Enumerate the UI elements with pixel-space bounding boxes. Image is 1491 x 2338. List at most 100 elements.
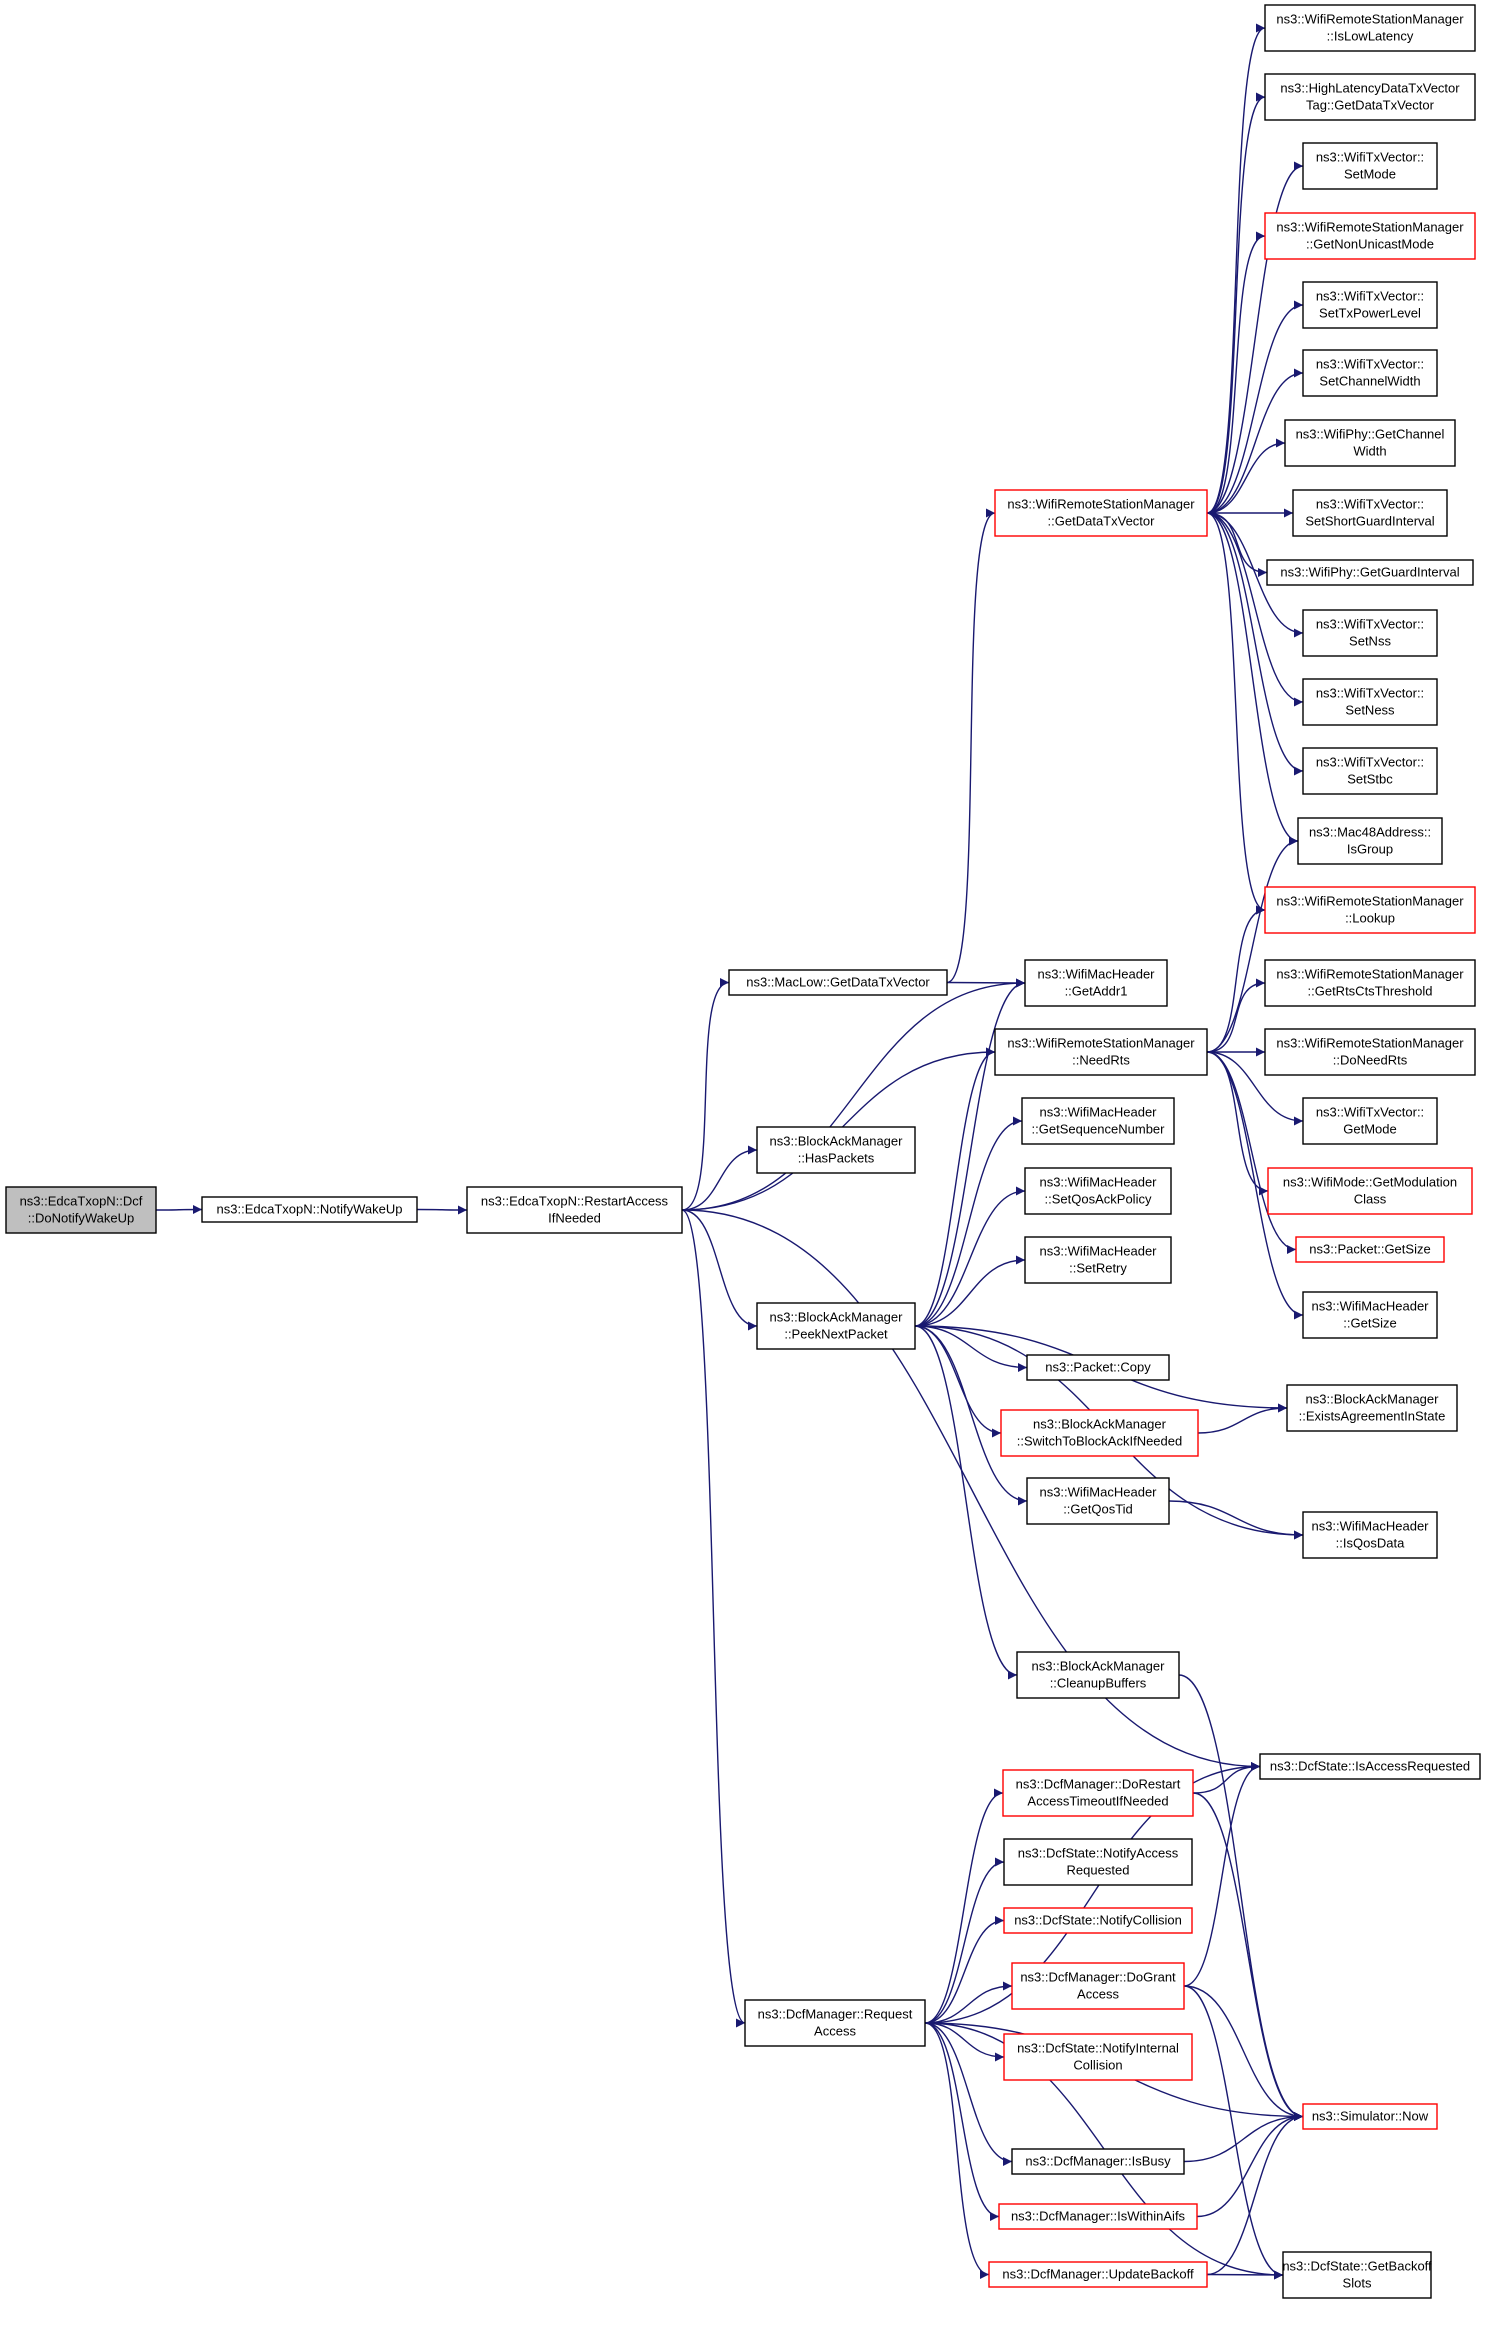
node-box[interactable] <box>1302 349 1438 397</box>
function-node-ns3-blockackmanager-existsagreementinstate[interactable]: ns3::BlockAckManager::ExistsAgreementInS… <box>1286 1384 1458 1432</box>
node-box[interactable] <box>1024 1167 1172 1215</box>
function-node-ns3-blockackmanager-haspackets[interactable]: ns3::BlockAckManager::HasPackets <box>756 1126 916 1174</box>
node-box[interactable] <box>1021 1097 1175 1145</box>
node-box[interactable] <box>1026 1354 1170 1381</box>
function-node-ns3-wifitxvector-setness[interactable]: ns3::WifiTxVector::SetNess <box>1302 678 1438 726</box>
node-box[interactable] <box>1264 959 1476 1007</box>
function-node-ns3-wifiremotestationmanager-doneedrts[interactable]: ns3::WifiRemoteStationManager::DoNeedRts <box>1264 1028 1476 1076</box>
node-box[interactable] <box>1011 1962 1185 2010</box>
function-node-ns3-wifitxvector-setnss[interactable]: ns3::WifiTxVector::SetNss <box>1302 609 1438 657</box>
node-box[interactable] <box>988 2261 1208 2288</box>
node-box[interactable] <box>1302 609 1438 657</box>
function-node-ns3-wifitxvector-getmode[interactable]: ns3::WifiTxVector::GetMode <box>1302 1097 1438 1145</box>
node-box[interactable] <box>994 1028 1208 1076</box>
node-box[interactable] <box>1295 1236 1445 1263</box>
node-box[interactable] <box>1003 2033 1193 2081</box>
function-node-ns3-highlatencydatatxvector-tag-getdatatxvector[interactable]: ns3::HighLatencyDataTxVectorTag::GetData… <box>1264 73 1476 121</box>
node-box[interactable] <box>1003 1907 1193 1934</box>
function-node-ns3-wifitxvector-setshortguardinterval[interactable]: ns3::WifiTxVector::SetShortGuardInterval <box>1292 489 1448 537</box>
function-node-ns3-simulator-now[interactable]: ns3::Simulator::Now <box>1302 2103 1438 2130</box>
node-box[interactable] <box>1302 1291 1438 1339</box>
function-node-ns3-dcfstate-notifycollision[interactable]: ns3::DcfState::NotifyCollision <box>1003 1907 1193 1934</box>
function-node-ns3-mac48address-isgroup[interactable]: ns3::Mac48Address::IsGroup <box>1297 817 1443 865</box>
node-box[interactable] <box>1282 2251 1432 2299</box>
node-box[interactable] <box>1302 747 1438 795</box>
function-node-ns3-packet-copy[interactable]: ns3::Packet::Copy <box>1026 1354 1170 1381</box>
function-node-ns3-wifiremotestationmanager-getrtsctsthreshold[interactable]: ns3::WifiRemoteStationManager::GetRtsCts… <box>1264 959 1476 1007</box>
function-node-ns3-wifimacheader-getsequencenumber[interactable]: ns3::WifiMacHeader::GetSequenceNumber <box>1021 1097 1175 1145</box>
node-label: SetShortGuardInterval <box>1305 514 1434 529</box>
node-box[interactable] <box>1264 1028 1476 1076</box>
function-node-ns3-wifimacheader-setqosackpolicy[interactable]: ns3::WifiMacHeader::SetQosAckPolicy <box>1024 1167 1172 1215</box>
function-node-ns3-dcfmanager-isbusy[interactable]: ns3::DcfManager::IsBusy <box>1011 2148 1185 2175</box>
node-box[interactable] <box>1302 2103 1438 2130</box>
node-box[interactable] <box>1024 1236 1172 1284</box>
function-node-ns3-dcfstate-isaccessrequested[interactable]: ns3::DcfState::IsAccessRequested <box>1259 1753 1481 1780</box>
function-node-ns3-wifiremotestationmanager-needrts[interactable]: ns3::WifiRemoteStationManager::NeedRts <box>994 1028 1208 1076</box>
node-box[interactable] <box>1016 1651 1180 1699</box>
function-node-ns3-wifiphy-getguardinterval[interactable]: ns3::WifiPhy::GetGuardInterval <box>1266 559 1474 586</box>
node-box[interactable] <box>1026 1477 1170 1525</box>
function-node-ns3-packet-getsize[interactable]: ns3::Packet::GetSize <box>1295 1236 1445 1263</box>
function-node-ns3-wifitxvector-setstbc[interactable]: ns3::WifiTxVector::SetStbc <box>1302 747 1438 795</box>
function-node-ns3-blockackmanager-peeknextpacket[interactable]: ns3::BlockAckManager::PeekNextPacket <box>756 1302 916 1350</box>
function-node-ns3-maclow-getdatatxvector[interactable]: ns3::MacLow::GetDataTxVector <box>728 969 948 996</box>
node-box[interactable] <box>466 1186 683 1234</box>
node-box[interactable] <box>1266 559 1474 586</box>
node-box[interactable] <box>1292 489 1448 537</box>
node-box[interactable] <box>1011 2148 1185 2175</box>
node-box[interactable] <box>1297 817 1443 865</box>
node-box[interactable] <box>1302 678 1438 726</box>
function-node-ns3-wifimacheader-getsize[interactable]: ns3::WifiMacHeader::GetSize <box>1302 1291 1438 1339</box>
node-box[interactable] <box>1000 1409 1199 1457</box>
node-box[interactable] <box>1302 281 1438 329</box>
node-box[interactable] <box>1264 886 1476 934</box>
node-box[interactable] <box>1264 212 1476 260</box>
node-box[interactable] <box>994 489 1208 537</box>
function-node-ns3-wifimacheader-isqosdata[interactable]: ns3::WifiMacHeader::IsQosData <box>1302 1511 1438 1559</box>
function-node-ns3-wifitxvector-setchannelwidth[interactable]: ns3::WifiTxVector::SetChannelWidth <box>1302 349 1438 397</box>
function-node-ns3-wifiremotestationmanager-lookup[interactable]: ns3::WifiRemoteStationManager::Lookup <box>1264 886 1476 934</box>
function-node-ns3-wifimacheader-getqostid[interactable]: ns3::WifiMacHeader::GetQosTid <box>1026 1477 1170 1525</box>
function-node-ns3-wifimacheader-getaddr1[interactable]: ns3::WifiMacHeader::GetAddr1 <box>1024 959 1168 1007</box>
node-box[interactable] <box>998 2203 1198 2230</box>
node-box[interactable] <box>1302 1097 1438 1145</box>
node-box[interactable] <box>756 1126 916 1174</box>
function-node-ns3-wifimacheader-setretry[interactable]: ns3::WifiMacHeader::SetRetry <box>1024 1236 1172 1284</box>
node-box[interactable] <box>1264 4 1476 52</box>
function-node-ns3-wifiremotestationmanager-islowlatency[interactable]: ns3::WifiRemoteStationManager::IsLowLate… <box>1264 4 1476 52</box>
function-node-ns3-wifitxvector-settxpowerlevel[interactable]: ns3::WifiTxVector::SetTxPowerLevel <box>1302 281 1438 329</box>
function-node-ns3-wifiremotestationmanager-getnonunicastmode[interactable]: ns3::WifiRemoteStationManager::GetNonUni… <box>1264 212 1476 260</box>
function-node-ns3-wifitxvector-setmode[interactable]: ns3::WifiTxVector::SetMode <box>1302 142 1438 190</box>
function-node-ns3-dcfmanager-updatebackoff[interactable]: ns3::DcfManager::UpdateBackoff <box>988 2261 1208 2288</box>
node-box[interactable] <box>1002 1769 1194 1817</box>
function-node-ns3-dcfmanager-iswithinaifs[interactable]: ns3::DcfManager::IsWithinAifs <box>998 2203 1198 2230</box>
node-box[interactable] <box>201 1196 418 1223</box>
node-box[interactable] <box>1286 1384 1458 1432</box>
node-box[interactable] <box>1302 142 1438 190</box>
node-box[interactable] <box>1003 1838 1193 1886</box>
node-box[interactable] <box>1259 1753 1481 1780</box>
node-box[interactable] <box>744 1999 926 2047</box>
function-node-ns3-blockackmanager-switchtoblockackifneeded[interactable]: ns3::BlockAckManager::SwitchToBlockAckIf… <box>1000 1409 1199 1457</box>
node-box[interactable] <box>728 969 948 996</box>
function-node-ns3-blockackmanager-cleanupbuffers[interactable]: ns3::BlockAckManager::CleanupBuffers <box>1016 1651 1180 1699</box>
node-box[interactable] <box>1267 1167 1473 1215</box>
node-box[interactable] <box>1284 419 1456 467</box>
function-node-ns3-dcfmanager-dorestart-accesstimeoutifneeded[interactable]: ns3::DcfManager::DoRestartAccessTimeoutI… <box>1002 1769 1194 1817</box>
node-box[interactable] <box>1024 959 1168 1007</box>
node-box[interactable] <box>1302 1511 1438 1559</box>
function-node-ns3-edcatxopn-notifywakeup[interactable]: ns3::EdcaTxopN::NotifyWakeUp <box>201 1196 418 1223</box>
node-box[interactable] <box>1264 73 1476 121</box>
node-box[interactable] <box>756 1302 916 1350</box>
function-node-ns3-wifiremotestationmanager-getdatatxvector[interactable]: ns3::WifiRemoteStationManager::GetDataTx… <box>994 489 1208 537</box>
node-label: ns3::EdcaTxopN::RestartAccess <box>481 1194 669 1209</box>
